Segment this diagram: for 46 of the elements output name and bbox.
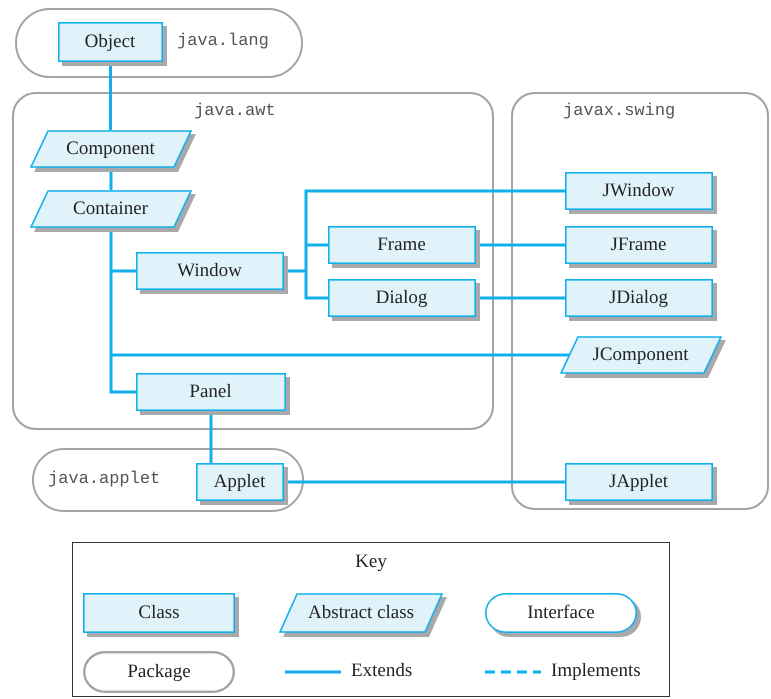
package-outline <box>511 92 769 510</box>
key-text: Abstract class <box>306 601 416 625</box>
class-box <box>136 252 288 294</box>
class-name: JDialog <box>608 286 670 310</box>
class-box <box>136 372 290 414</box>
package-outline <box>12 92 494 430</box>
class-box <box>196 462 288 504</box>
abstract-sample <box>279 593 447 637</box>
class-name: Object <box>84 30 136 54</box>
class-name: JApplet <box>608 470 670 494</box>
interface-sample <box>485 593 641 637</box>
class-name: Frame <box>376 232 427 256</box>
class-box <box>564 278 716 320</box>
class-name: Container <box>72 196 149 220</box>
package-name: java.applet <box>48 470 160 489</box>
key-text: Extends <box>351 660 412 682</box>
abstract-class-box <box>30 130 196 172</box>
class-name: JFrame <box>610 232 668 256</box>
package-name: java.lang <box>177 32 269 51</box>
class-name: JComponent <box>591 342 690 366</box>
class-name: Applet <box>212 470 266 494</box>
class-name: Component <box>65 136 156 160</box>
package-name: javax.swing <box>563 102 676 121</box>
class-name: Window <box>176 258 243 282</box>
key-text: Interface <box>526 601 596 625</box>
package-outline <box>32 448 304 512</box>
class-box <box>564 172 716 214</box>
key-text: Implements <box>551 660 641 682</box>
key-text: Package <box>126 660 192 684</box>
class-box <box>58 22 166 66</box>
key-text: Class <box>137 601 181 625</box>
class-sample <box>83 593 239 637</box>
class-name: Panel <box>188 380 233 404</box>
class-box <box>564 226 716 268</box>
class-box <box>328 226 480 268</box>
class-box <box>328 278 480 320</box>
package-name: java.awt <box>194 102 276 121</box>
abstract-class-box <box>30 190 196 232</box>
class-name: JWindow <box>601 178 676 202</box>
key-panel <box>72 542 670 697</box>
package-outline <box>15 8 303 78</box>
key-title: Key <box>355 551 387 573</box>
class-name: Dialog <box>374 286 428 310</box>
package-sample <box>83 651 235 693</box>
class-box <box>564 462 716 504</box>
abstract-class-box <box>560 336 726 378</box>
